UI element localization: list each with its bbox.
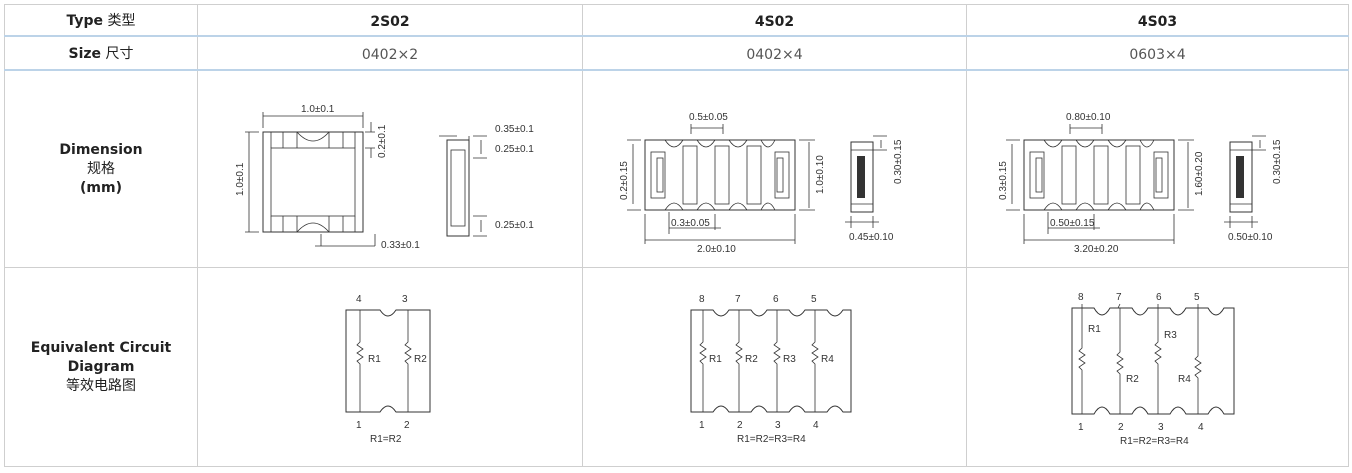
pin-4s03-3: 3 [1158, 422, 1164, 433]
pin-2s02-1: 1 [356, 420, 362, 431]
pin-4s03-2: 2 [1118, 422, 1124, 433]
circuit-2s02-cell: 4 3 R1 R2 1 2 R1=R2 [197, 267, 583, 467]
size-label-zh: 尺寸 [105, 45, 134, 62]
dimension-label-zh: 规格 [87, 160, 115, 177]
circuit-diagram-4s03: 8 7 6 5 R1 R2 R3 R4 1 2 3 4 R1=R2=R3=R4 [1071, 292, 1234, 447]
type-4s02-cell: 4S02 [582, 4, 967, 37]
pin-4s02-8: 8 [699, 294, 705, 305]
type-4s03-cell: 4S03 [966, 4, 1349, 37]
type-value-2s02: 2S02 [370, 13, 410, 30]
dim-4s03-width: 0.50±0.15 [1050, 218, 1095, 229]
dimension-label-en: Dimension [59, 141, 143, 158]
equation-2s02: R1=R2 [370, 434, 402, 445]
type-label-zh: 类型 [107, 12, 136, 29]
dimension-4s03-cell: 0.80±0.10 0.3±0.15 0.50±0.15 3.20±0.20 1… [966, 69, 1349, 268]
pin-2s02-4: 4 [356, 294, 362, 305]
circuit-diagram-2s02: 4 3 R1 R2 1 2 R1=R2 [345, 294, 431, 445]
dimension-drawing-4s03: 0.80±0.10 0.3±0.15 0.50±0.15 3.20±0.20 1… [998, 112, 1283, 254]
dim-2s02-width: 1.0±0.1 [301, 104, 335, 115]
resistor-2s02-r2: R2 [414, 354, 427, 365]
pin-2s02-2: 2 [404, 420, 410, 431]
dim-4s03-length: 3.20±0.20 [1074, 244, 1119, 254]
type-row: Type 类型 2S02 4S02 4S03 [4, 4, 1349, 37]
dim-2s02-side3: 0.25±0.1 [495, 220, 534, 231]
dimension-row: Dimension 规格 (mm) 1.0±0.1 [4, 69, 1349, 268]
dim-4s03-side2: 0.50±0.10 [1228, 232, 1273, 243]
pin-4s03-8: 8 [1078, 292, 1084, 303]
dim-2s02-gap: 0.33±0.1 [381, 240, 420, 251]
size-value-2s02: 0402×2 [361, 46, 419, 63]
dimension-drawing-2s02: 1.0±0.1 1.0±0.1 0.2±0.1 0.33±0.1 0.35±0.… [235, 104, 534, 251]
circuit-4s03-cell: 8 7 6 5 R1 R2 R3 R4 1 2 3 4 R1=R2=R3=R4 [966, 267, 1349, 467]
size-row: Size 尺寸 0402×2 0402×4 0603×4 [4, 35, 1349, 71]
dim-2s02-side2: 0.25±0.1 [495, 144, 534, 155]
pin-4s02-4: 4 [813, 420, 819, 431]
pin-4s02-7: 7 [735, 294, 741, 305]
circuit-4s02-cell: 8 7 6 5 R1 R2 R3 R4 1 2 3 4 R1=R2=R3=R4 [582, 267, 967, 467]
size-value-4s03: 0603×4 [1129, 46, 1186, 63]
dim-4s02-left: 0.2±0.15 [619, 161, 630, 200]
resistor-2s02-r1: R1 [368, 354, 381, 365]
resistor-4s02-r3: R3 [783, 354, 796, 365]
type-label-en: Type [66, 12, 104, 29]
dimension-label-unit: (mm) [80, 179, 122, 196]
resistor-4s03-r4: R4 [1178, 374, 1191, 385]
pin-4s03-4: 4 [1198, 422, 1204, 433]
dim-4s02-length: 2.0±0.10 [697, 244, 736, 254]
resistor-4s03-r3: R3 [1164, 330, 1177, 341]
pin-4s02-2: 2 [737, 420, 743, 431]
pin-4s03-7: 7 [1116, 292, 1122, 303]
resistor-4s02-r1: R1 [709, 354, 722, 365]
circuit-label-en1: Equivalent Circuit [30, 339, 172, 356]
size-2s02-cell: 0402×2 [197, 35, 583, 71]
type-value-4s02: 4S02 [754, 13, 795, 30]
dimension-4s02-cell: 0.5±0.05 0.2±0.15 0.3±0.05 2.0±0.10 1.0±… [582, 69, 967, 268]
dim-4s02-pitch: 0.5±0.05 [689, 112, 728, 123]
dim-4s03-thickness: 1.60±0.20 [1194, 151, 1205, 196]
dimension-drawing-4s02: 0.5±0.05 0.2±0.15 0.3±0.05 2.0±0.10 1.0±… [619, 112, 904, 254]
dim-4s03-pitch: 0.80±0.10 [1066, 112, 1111, 123]
type-label-cell: Type 类型 [4, 4, 198, 37]
pin-4s02-3: 3 [775, 420, 781, 431]
type-value-4s03: 4S03 [1137, 13, 1178, 30]
circuit-label-zh: 等效电路图 [66, 377, 136, 394]
pin-4s03-5: 5 [1194, 292, 1200, 303]
pin-2s02-3: 3 [402, 294, 408, 305]
circuit-label-en2: Diagram [67, 358, 135, 375]
dim-4s02-thickness: 1.0±0.10 [815, 155, 826, 194]
size-4s02-cell: 0402×4 [582, 35, 967, 71]
circuit-diagram-4s02: 8 7 6 5 R1 R2 R3 R4 1 2 3 4 R1=R2=R3=R4 [690, 294, 851, 445]
dimension-label-cell: Dimension 规格 (mm) [4, 69, 198, 268]
pin-4s02-6: 6 [773, 294, 779, 305]
resistor-4s02-r4: R4 [821, 354, 834, 365]
dim-2s02-terminal: 0.2±0.1 [377, 124, 388, 158]
dimension-2s02-cell: 1.0±0.1 1.0±0.1 0.2±0.1 0.33±0.1 0.35±0.… [197, 69, 583, 268]
pin-4s03-1: 1 [1078, 422, 1084, 433]
dim-4s03-side1: 0.30±0.15 [1272, 139, 1283, 184]
pin-4s03-6: 6 [1156, 292, 1162, 303]
equation-4s03: R1=R2=R3=R4 [1120, 436, 1189, 447]
dim-4s02-side2: 0.45±0.10 [849, 232, 894, 243]
dim-2s02-side1: 0.35±0.1 [495, 124, 534, 135]
circuit-row: Equivalent Circuit Diagram 等效电路图 4 3 R1 … [4, 267, 1349, 467]
size-value-4s02: 0402×4 [746, 46, 803, 63]
dim-2s02-height: 1.0±0.1 [235, 162, 246, 196]
circuit-label-cell: Equivalent Circuit Diagram 等效电路图 [4, 267, 198, 467]
equation-4s02: R1=R2=R3=R4 [737, 434, 806, 445]
dim-4s03-left: 0.3±0.15 [998, 161, 1009, 200]
size-label-en: Size [68, 45, 102, 62]
size-label-cell: Size 尺寸 [4, 35, 198, 71]
dim-4s02-side1: 0.30±0.15 [893, 139, 904, 184]
pin-4s02-1: 1 [699, 420, 705, 431]
size-4s03-cell: 0603×4 [966, 35, 1349, 71]
type-2s02-cell: 2S02 [197, 4, 583, 37]
dim-4s02-width: 0.3±0.05 [671, 218, 710, 229]
resistor-4s03-r2: R2 [1126, 374, 1139, 385]
spec-table: Type 类型 2S02 4S02 4S03 Size 尺寸 0402×2 04… [4, 4, 1349, 467]
resistor-4s03-r1: R1 [1088, 324, 1101, 335]
resistor-4s02-r2: R2 [745, 354, 758, 365]
pin-4s02-5: 5 [811, 294, 817, 305]
